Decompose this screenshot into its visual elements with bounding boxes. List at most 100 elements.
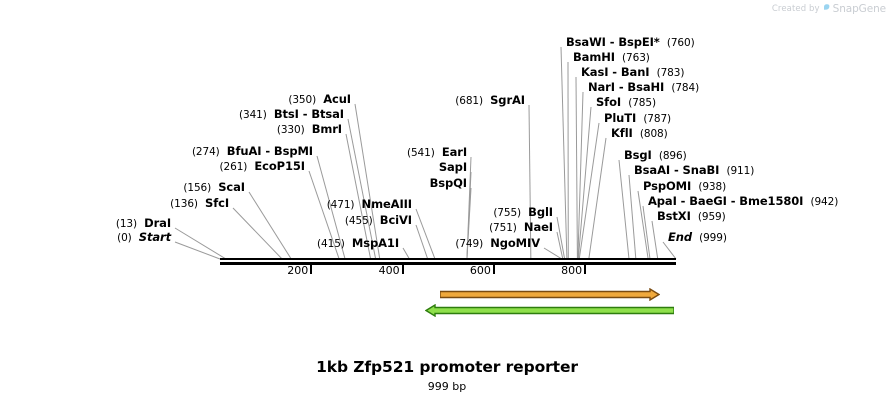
site-enzyme-nmeaiii-0: NmeAIII	[361, 197, 413, 211]
site-enzyme-bsaai-1: SnaBI	[682, 163, 720, 177]
ruler-tick-label-800: 800	[561, 264, 583, 277]
site-position-bstxi: (959)	[697, 211, 726, 223]
site-separator: -	[608, 65, 621, 79]
site-enzyme-nari-0: NarI	[588, 80, 615, 94]
site-enzyme-kasi-0: KasI	[581, 65, 609, 79]
site-label-sgrai[interactable]: (681) SgrAI	[455, 94, 525, 107]
ruler-tick-label-600: 600	[469, 264, 491, 277]
site-position-pspomi: (938)	[698, 181, 727, 193]
site-separator: -	[261, 144, 274, 158]
site-enzyme-pluti-0: PluTI	[604, 111, 637, 125]
site-label-nari[interactable]: NarI - BsaHI (784)	[588, 81, 699, 94]
site-label-bstxi[interactable]: BstXI (959)	[657, 210, 726, 223]
site-label-bspqi[interactable]: BspQI	[429, 176, 468, 190]
site-position-bmri: (330)	[276, 124, 305, 136]
site-label-ngomiv[interactable]: (749) NgoMIV	[455, 237, 540, 250]
site-label-bgli[interactable]: (755) BglI	[493, 206, 553, 219]
site-enzyme-scai-0: ScaI	[218, 180, 245, 194]
site-label-bcivi[interactable]: (455) BciVI	[345, 214, 412, 227]
site-label-ecop15i[interactable]: (261) EcoP15I	[220, 159, 306, 173]
site-enzyme-sfci-0: SfcI	[205, 196, 229, 210]
snapgene-leaf-icon	[823, 3, 830, 15]
site-enzyme-sfoi-0: SfoI	[596, 95, 622, 109]
site-position-scai: (156)	[183, 182, 212, 194]
site-enzyme-bcivi-0: BciVI	[379, 213, 412, 227]
site-position-start: (0)	[117, 232, 132, 244]
site-position-nmeaiii: (471)	[326, 199, 355, 211]
site-enzyme-nari-1: BsaHI	[627, 80, 665, 94]
site-label-bsgi[interactable]: BsgI (896)	[624, 149, 687, 162]
forward-feature-arrow[interactable]	[440, 288, 660, 301]
site-enzyme-bfuai-0: BfuAI	[226, 144, 262, 158]
site-position-bgli: (755)	[493, 207, 522, 219]
ruler-tick-label-400: 400	[378, 264, 400, 277]
site-position-pluti: (787)	[643, 113, 672, 125]
ruler-line-top	[220, 258, 676, 260]
site-label-pluti[interactable]: PluTI (787)	[604, 112, 671, 125]
site-position-bsgi: (896)	[658, 150, 687, 162]
site-separator: -	[726, 194, 740, 208]
site-position-bfuai: (274)	[191, 146, 220, 158]
site-label-sapi[interactable]: SapI	[439, 161, 467, 173]
site-label-scai[interactable]: (156) ScaI	[183, 181, 245, 194]
site-label-naei[interactable]: (751) NaeI	[489, 221, 553, 234]
watermark-brand-label: SnapGene	[832, 3, 886, 15]
ruler-tick-200	[310, 265, 313, 274]
site-label-bamhi[interactable]: BamHI (763)	[573, 51, 650, 64]
site-enzyme-start-0: Start	[138, 230, 171, 244]
site-label-acui[interactable]: (350) AcuI	[288, 93, 351, 106]
ruler-line-bottom	[220, 262, 676, 265]
site-enzyme-bsawi-0: BsaWI	[566, 35, 606, 49]
site-label-btsi[interactable]: (341) BtsI - BtsaI	[239, 108, 344, 121]
site-position-bsawi: (760)	[666, 37, 695, 49]
site-label-bfuai[interactable]: (274) BfuAI - BspMI	[192, 145, 313, 158]
site-label-sfoi[interactable]: SfoI (785)	[596, 96, 656, 109]
site-position-eari: (541)	[406, 147, 435, 159]
site-enzyme-acui-0: AcuI	[323, 92, 351, 106]
site-enzyme-apai-0: ApaI	[648, 194, 677, 208]
site-enzyme-bgli-0: BglI	[528, 205, 553, 219]
ruler-tick-600	[492, 265, 495, 274]
site-position-sfoi: (785)	[628, 97, 656, 109]
reverse-feature-arrow[interactable]	[425, 304, 674, 317]
site-position-kfli: (808)	[639, 128, 668, 140]
site-label-eari[interactable]: (541) EarI	[407, 146, 467, 159]
site-label-mspa1i[interactable]: (415) MspA1I	[317, 237, 399, 250]
ruler-tick-400	[401, 265, 404, 274]
site-position-bcivi: (455)	[344, 215, 373, 227]
site-separator: -	[670, 163, 683, 177]
site-label-sfci[interactable]: (136) SfcI	[170, 197, 229, 210]
site-label-kfli[interactable]: KflI (808)	[611, 127, 668, 140]
site-enzyme-kasi-1: BanI	[620, 65, 650, 79]
site-enzyme-ecop15i-0: EcoP15I	[254, 159, 305, 173]
site-position-nari: (784)	[671, 82, 700, 94]
map-title-block: 1kb Zfp521 promoter reporter 999 bp	[0, 358, 894, 393]
site-enzyme-naei-0: NaeI	[523, 220, 553, 234]
site-enzyme-bmri-0: BmrI	[311, 122, 342, 136]
site-label-bsaai[interactable]: BsaAI - SnaBI (911)	[634, 164, 754, 177]
site-label-nmeaiii[interactable]: (471) NmeAIII	[327, 198, 412, 211]
site-position-bsaai: (911)	[726, 165, 755, 177]
site-enzyme-ngomiv-0: NgoMIV	[490, 236, 540, 250]
site-label-apai[interactable]: ApaI - BaeGI - Bme1580I (942)	[648, 195, 838, 208]
site-position-naei: (751)	[489, 222, 517, 234]
site-label-kasi[interactable]: KasI - BanI (783)	[581, 66, 684, 79]
site-label-bmri[interactable]: (330) BmrI	[277, 123, 342, 136]
site-label-bsawi[interactable]: BsaWI - BspEI* (760)	[566, 36, 695, 49]
site-enzyme-btsi-0: BtsI	[273, 107, 299, 121]
site-label-pspomi[interactable]: PspOMI (938)	[643, 180, 726, 193]
snapgene-watermark: Created by SnapGene	[772, 3, 886, 15]
page-title: 1kb Zfp521 promoter reporter	[316, 358, 578, 376]
site-enzyme-pspomi-0: PspOMI	[643, 179, 692, 193]
site-position-drai: (13)	[115, 218, 138, 230]
site-label-start[interactable]: (0) Start	[117, 231, 171, 244]
site-position-kasi: (783)	[656, 67, 685, 79]
ruler-tick-800	[584, 265, 587, 274]
site-label-drai[interactable]: (13) DraI	[116, 217, 171, 230]
site-enzyme-eari-0: EarI	[441, 145, 467, 159]
site-position-btsi: (341)	[239, 109, 267, 121]
site-position-sfci: (136)	[170, 198, 198, 210]
site-enzyme-bspqi-0: BspQI	[429, 176, 468, 190]
site-label-end[interactable]: End (999)	[668, 231, 727, 244]
